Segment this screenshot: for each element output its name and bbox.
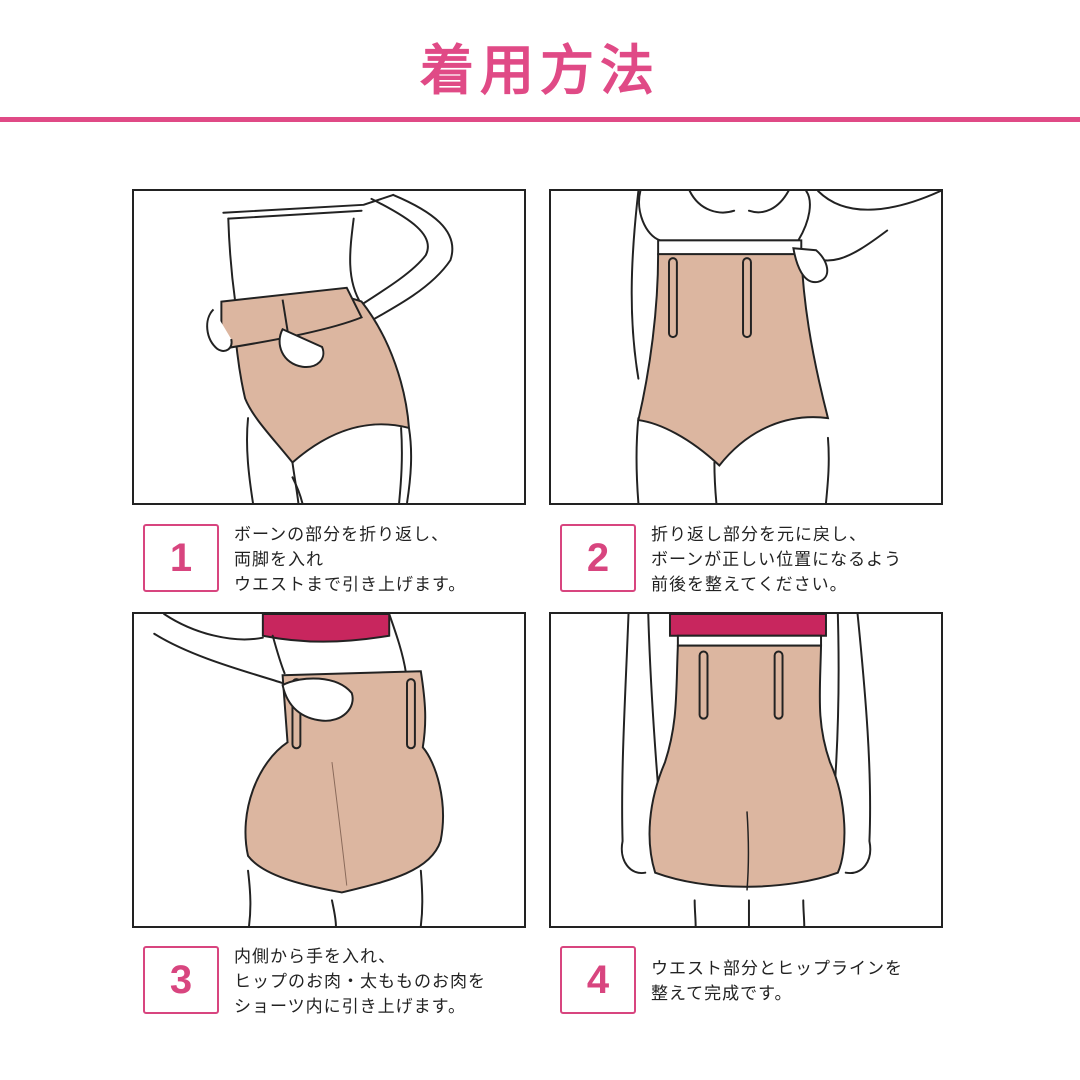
step-1-illustration — [132, 189, 526, 505]
step-3-description: 内側から手を入れ、 ヒップのお肉・太もものお肉を ショーツ内に引き上げます。 — [234, 945, 486, 1020]
step-2-number: 2 — [560, 524, 636, 592]
step-2-line-1: 折り返し部分を元に戻し、 — [651, 525, 867, 545]
step-1-line-1: ボーンの部分を折り返し、 — [234, 525, 450, 545]
step-2-line-2: ボーンが正しい位置になるよう — [651, 550, 903, 570]
step-1-number: 1 — [143, 524, 219, 592]
step-4-number: 4 — [560, 946, 636, 1014]
page-title: 着用方法 — [420, 39, 660, 102]
step-3-line-2: ヒップのお肉・太もものお肉を — [234, 972, 486, 992]
step-3-line-1: 内側から手を入れ、 — [234, 947, 397, 967]
step-4-line-1: ウエスト部分とヒップラインを — [651, 959, 903, 979]
step-3-illustration — [132, 612, 526, 928]
step-3-number: 3 — [143, 946, 219, 1014]
title-underline — [0, 117, 1080, 122]
step-2-line-3: 前後を整えてください。 — [651, 575, 848, 595]
step-2-illustration — [549, 189, 943, 505]
step-2-description: 折り返し部分を元に戻し、 ボーンが正しい位置になるよう 前後を整えてください。 — [651, 523, 902, 598]
step-1-line-3: ウエストまで引き上げます。 — [234, 575, 467, 595]
step-1-description: ボーンの部分を折り返し、 両脚を入れ ウエストまで引き上げます。 — [234, 523, 466, 598]
step-4-description: ウエスト部分とヒップラインを 整えて完成です。 — [651, 957, 903, 1007]
step-4-line-2: 整えて完成です。 — [651, 984, 793, 1004]
step-1-line-2: 両脚を入れ — [234, 550, 324, 570]
step-3-line-3: ショーツ内に引き上げます。 — [234, 997, 466, 1017]
step-4-illustration — [549, 612, 943, 928]
